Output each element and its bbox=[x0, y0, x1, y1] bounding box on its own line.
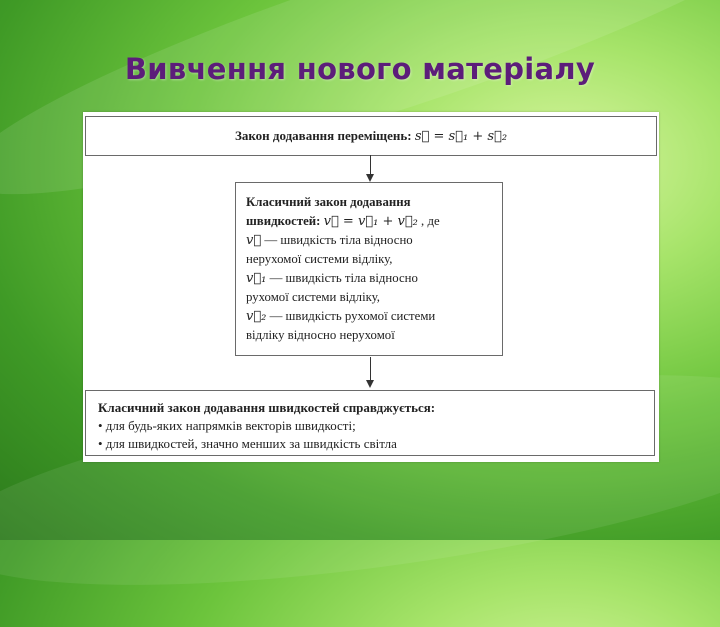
velocity-law-heading-2: швидкостей: bbox=[246, 214, 321, 228]
v1-symbol: v⃗₁ bbox=[246, 271, 267, 286]
validity-conditions-box: Класичний закон додавання швидкостей спр… bbox=[85, 390, 655, 456]
v2-desc-1: — швидкість рухомої системи bbox=[269, 309, 436, 323]
validity-heading: Класичний закон додавання швидкостей спр… bbox=[98, 400, 436, 415]
validity-bullet-1: • для будь-яких напрямків векторів швидк… bbox=[98, 418, 356, 433]
velocity-law-heading-1: Класичний закон додавання bbox=[246, 195, 411, 209]
v2-desc-2: відліку відносно нерухомої bbox=[246, 328, 395, 342]
displacement-law-formula: s⃗ = s⃗₁ + s⃗₂ bbox=[414, 128, 508, 144]
v1-desc-2: рухомої системи відліку, bbox=[246, 290, 380, 304]
velocity-law-formula-line: швидкостей: v⃗ = v⃗₁ + v⃗₂ , де bbox=[246, 212, 492, 231]
diagram-panel: Закон додавання переміщень: s⃗ = s⃗₁ + s… bbox=[83, 112, 659, 462]
velocity-law-formula: v⃗ = v⃗₁ + v⃗₂ bbox=[323, 214, 418, 229]
v2-definition-line-1: v⃗₂ — швидкість рухомої системи bbox=[246, 307, 492, 326]
velocity-law-formula-suffix: , де bbox=[421, 214, 440, 228]
arrow-head-2 bbox=[366, 380, 374, 388]
v1-definition-line-1: v⃗₁ — швидкість тіла відносно bbox=[246, 269, 492, 288]
v-desc-2: нерухомої системи відліку, bbox=[246, 252, 393, 266]
arrow-shaft-1 bbox=[370, 155, 371, 175]
validity-bullet-2: • для швидкостей, значно менших за швидк… bbox=[98, 436, 397, 451]
v-desc-1: — швидкість тіла відносно bbox=[264, 233, 413, 247]
arrow-head-1 bbox=[366, 174, 374, 182]
slide-title: Вивчення нового матеріалу bbox=[124, 52, 596, 86]
displacement-law-box: Закон додавання переміщень: s⃗ = s⃗₁ + s… bbox=[85, 116, 657, 156]
v-symbol: v⃗ bbox=[246, 233, 262, 248]
velocity-law-box: Класичний закон додавання швидкостей: v⃗… bbox=[235, 182, 503, 356]
v1-desc-1: — швидкість тіла відносно bbox=[269, 271, 418, 285]
displacement-law-label: Закон додавання переміщень: bbox=[234, 128, 412, 143]
arrow-shaft-2 bbox=[370, 357, 371, 381]
v2-symbol: v⃗₂ bbox=[246, 309, 267, 324]
v-definition-line-1: v⃗ — швидкість тіла відносно bbox=[246, 231, 492, 250]
